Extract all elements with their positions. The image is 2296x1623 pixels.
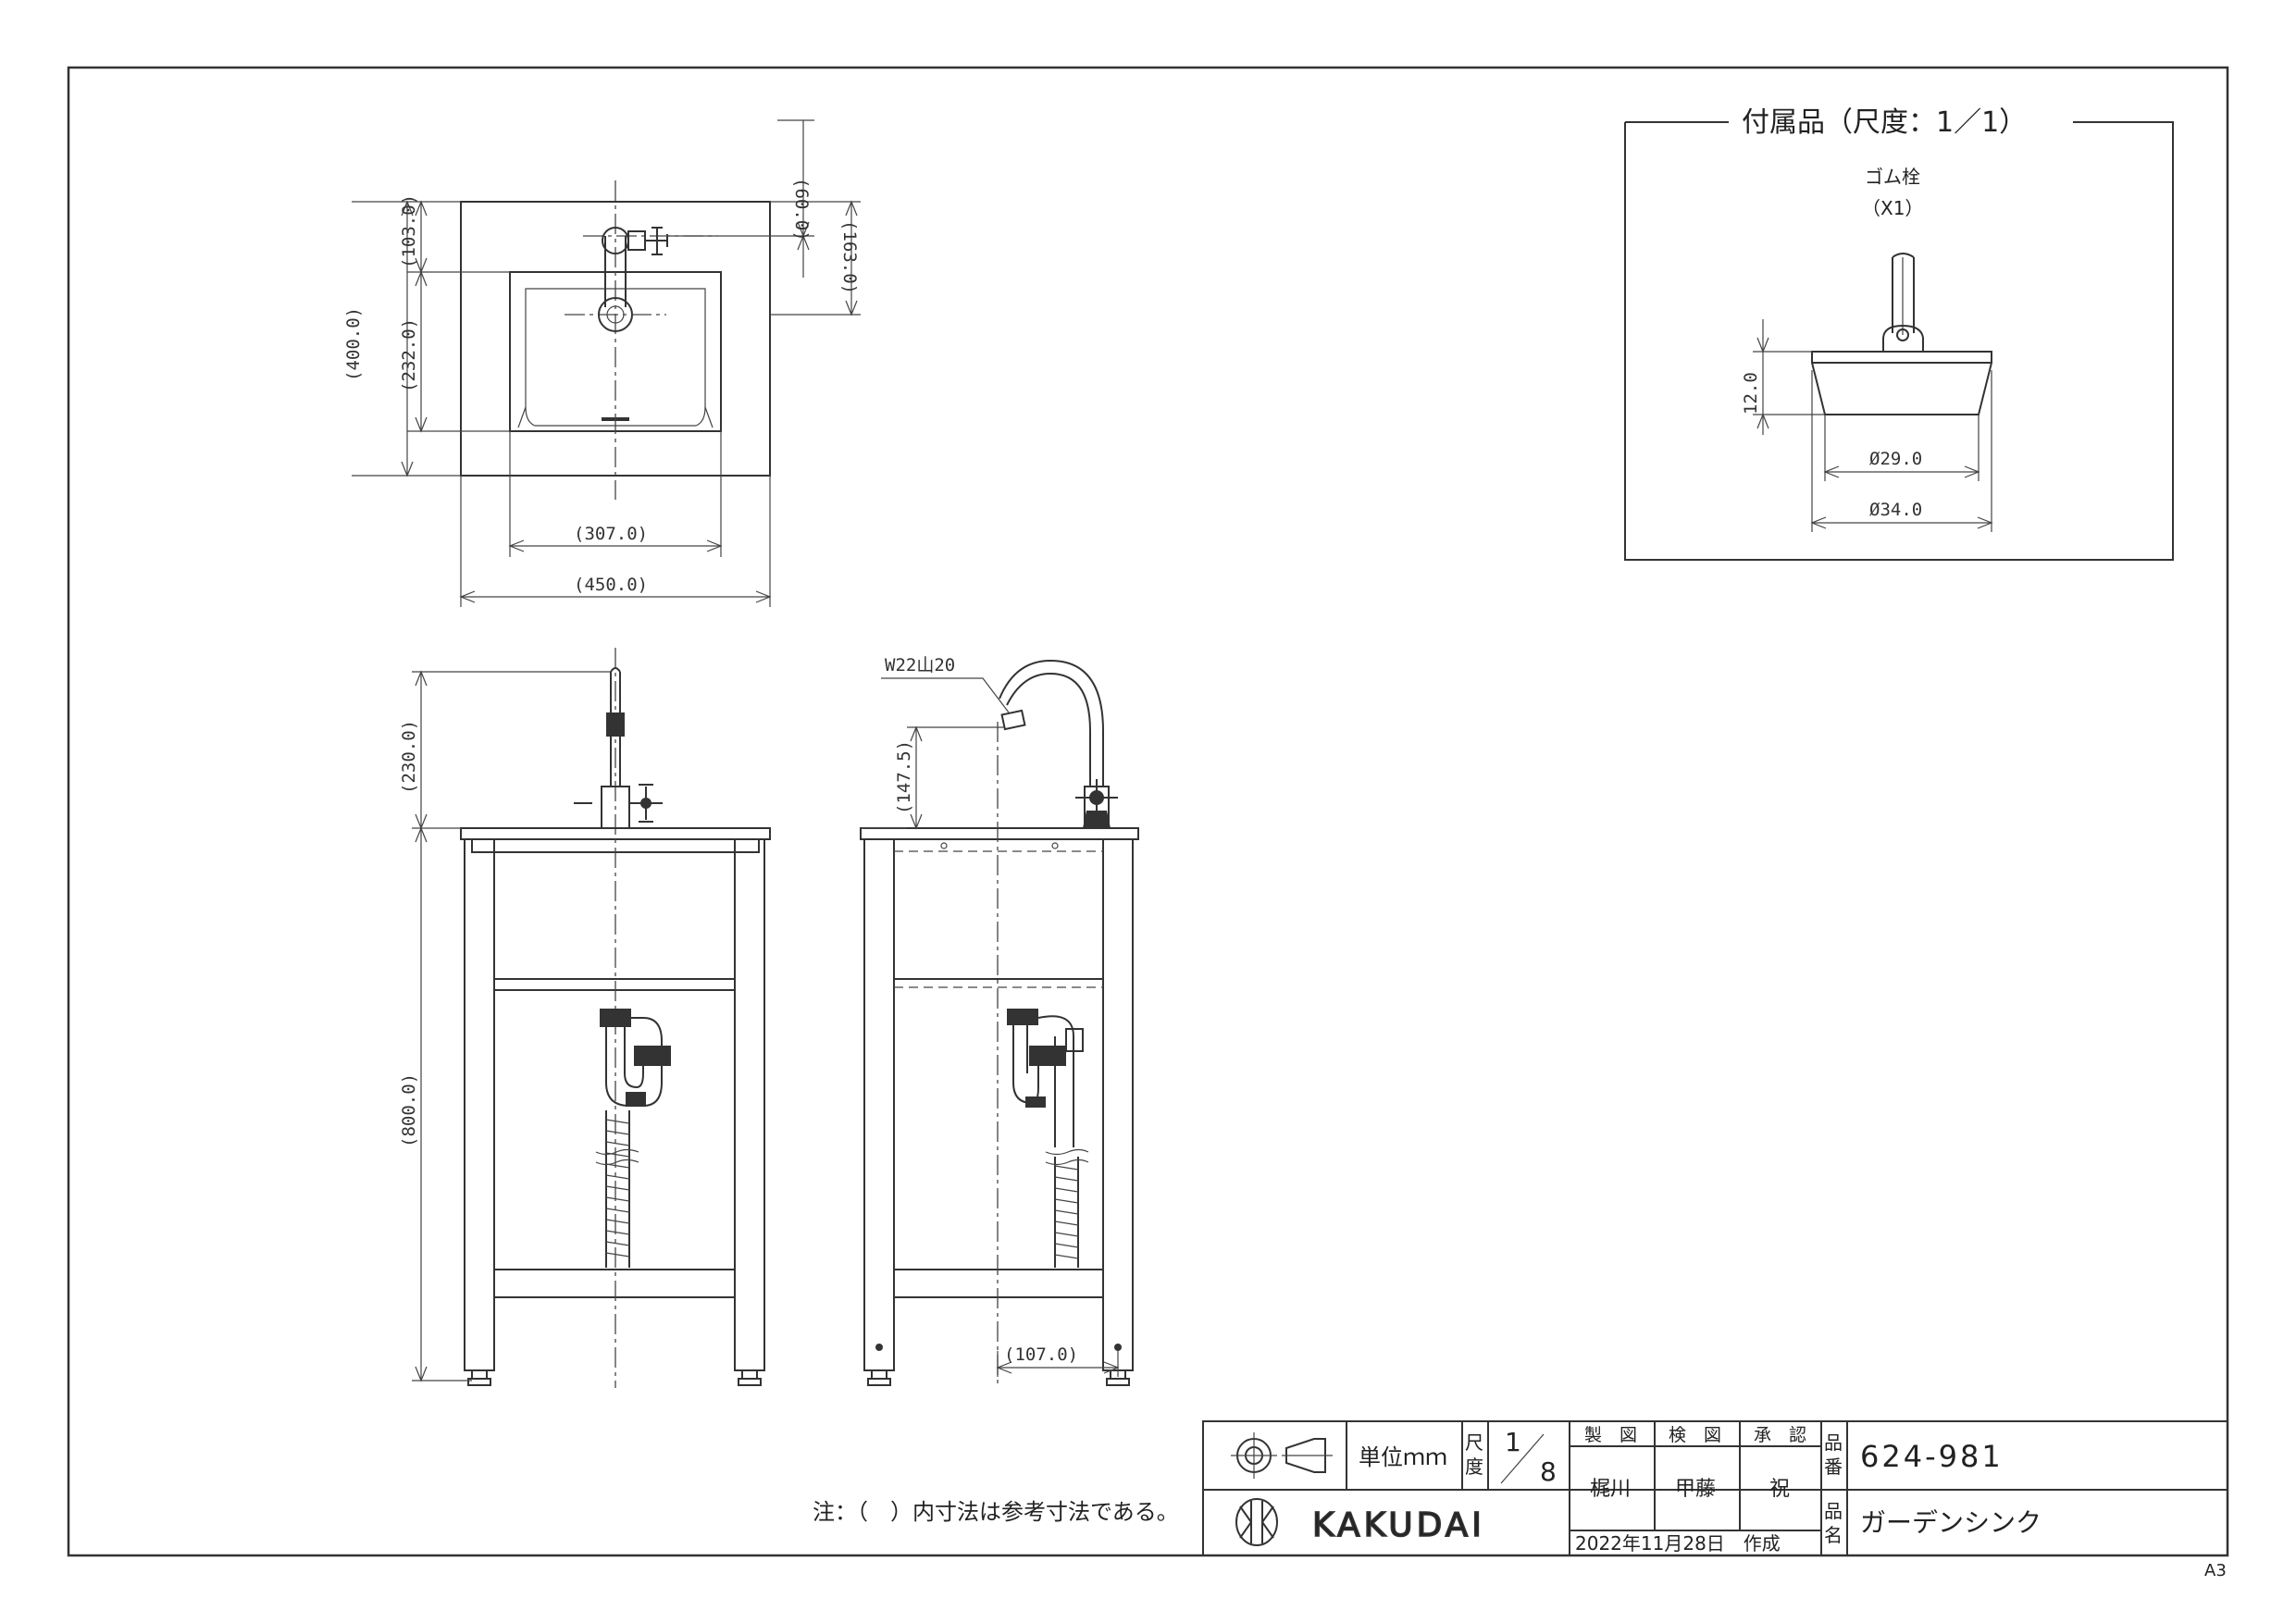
drawn-label: 製 図 [1584,1425,1637,1445]
scale-label-2: 度 [1465,1456,1483,1478]
part-name-label-2: 名 [1824,1524,1843,1546]
faucet-base-top [598,297,633,332]
basin-inner [525,288,706,427]
part-no-label-2: 番 [1824,1456,1843,1478]
adjuster-feet-front [467,1370,762,1386]
dim-450: (450.0) [574,575,648,595]
counter-edge-side [860,827,1139,840]
kakudai-logo-icon [1235,1498,1278,1546]
accessory-box: 付属品（尺度：1／1） ゴム栓 （X1） 12.0 Ø29.0 Ø34.0 [1624,106,2174,561]
dim-103: (103.0) [399,194,419,268]
shelf-frame-top [493,978,736,991]
dim-307: (307.0) [574,524,648,544]
cross-handle-top-icon [645,227,668,255]
front-view: (230.0) (800.0) [399,648,771,1388]
rubber-stopper-drawing [1811,253,1992,415]
dim-34: Ø34.0 [1869,500,1922,520]
dim-29: Ø29.0 [1869,449,1922,469]
shelf-frame-bottom [493,1269,736,1298]
part-no-label-1: 品 [1824,1431,1843,1454]
title-block: 単位ｍｍ 尺 度 1 8 製 図 検 図 承 認 梶川 甲藤 祝 品 番 624… [1202,1420,2228,1556]
approved-label: 承 認 [1754,1425,1806,1445]
checked-by: 甲藤 [1675,1478,1716,1501]
scale-denominator: 8 [1540,1456,1557,1487]
dim-230: (230.0) [399,720,419,794]
unit-label: 単位ｍｍ [1359,1444,1447,1470]
part-name-label-1: 品 [1824,1500,1843,1522]
part-name: ガーデンシンク [1860,1507,2042,1538]
brand-name: KAKUDAI [1312,1506,1485,1544]
dim-thread-w22: W22山20 [885,655,955,675]
dim-232: (232.0) [399,318,419,392]
leg-right-front [734,838,765,1371]
leg-right-side [1102,838,1134,1371]
scale-numerator: 1 [1505,1427,1521,1457]
approved-by: 祝 [1769,1478,1790,1501]
top-view: (60.0) (163.0) (400.0) (103.0) (232.0) (… [343,119,861,607]
dim-107: (107.0) [1004,1344,1078,1365]
reference-dimension-note: 注：（ ）内寸法は参考寸法である。 [813,1499,1179,1525]
accessory-item-name: ゴム栓 [1865,166,1920,188]
drawn-by: 梶川 [1590,1478,1631,1501]
projection-symbol-icon [1231,1432,1333,1479]
dim-12: 12.0 [1741,372,1761,415]
faucet-front [610,667,621,712]
dim-400: (400.0) [343,307,364,381]
dim-147-5: (147.5) [894,740,914,814]
checked-label: 検 図 [1669,1425,1721,1445]
accessory-quantity: （X1） [1862,197,1923,219]
leg-left-front [464,838,495,1371]
drain-trap-front [595,1009,671,1268]
dim-800: (800.0) [399,1073,419,1147]
dim-60: (60.0) [791,178,812,242]
gooseneck-faucet-side [999,659,1104,787]
drawing-border [67,66,2229,1557]
creation-date: 2022年11月28日 作成 [1575,1532,1781,1555]
part-number: 624-981 [1860,1439,2004,1474]
sheet-size: A3 [2204,1561,2227,1580]
dim-163: (163.0) [839,220,860,294]
drain-trap-side [1007,1009,1089,1268]
accessory-title: 付属品（尺度：1／1） [1742,106,2027,139]
adjuster-feet-side [867,1370,1130,1386]
scale-label-1: 尺 [1465,1431,1483,1454]
leg-left-side [863,838,895,1371]
side-view: W22山20 (147.5) (107.0) [860,655,1139,1388]
